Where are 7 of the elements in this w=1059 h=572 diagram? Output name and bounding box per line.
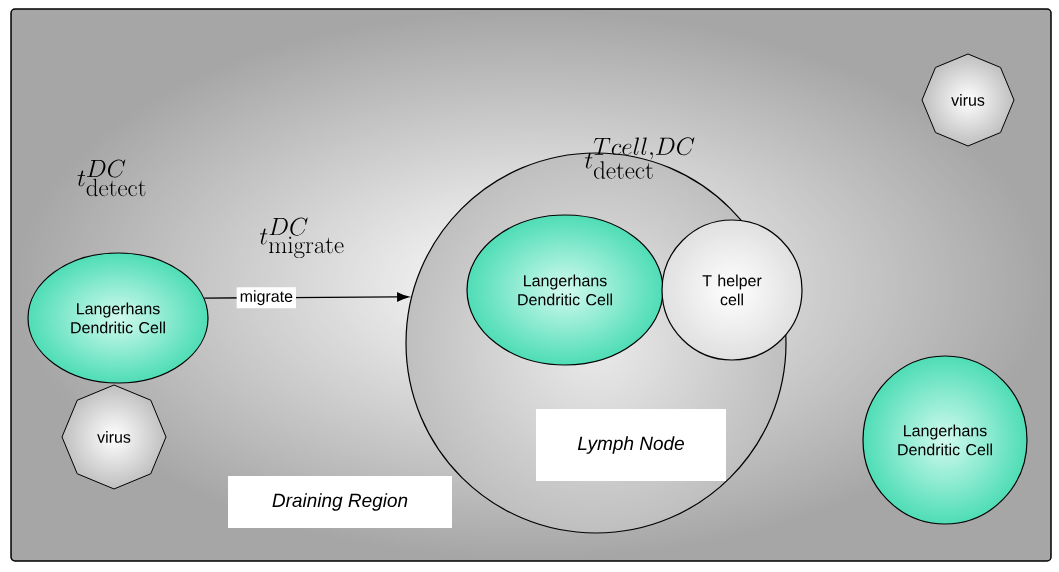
edge-label: migrate: [236, 287, 297, 309]
time-formula: $t^{DC}_{\mathrm{detect}}$: [77, 159, 146, 197]
time-formula: $t^{DC}_{\mathrm{migrate}}$: [259, 217, 344, 259]
region-label: Draining Region: [228, 476, 452, 528]
virus-octagon: virus: [61, 384, 167, 490]
virus-octagon: virus: [921, 53, 1015, 147]
lymph-node-label: Lymph Node: [536, 409, 726, 481]
